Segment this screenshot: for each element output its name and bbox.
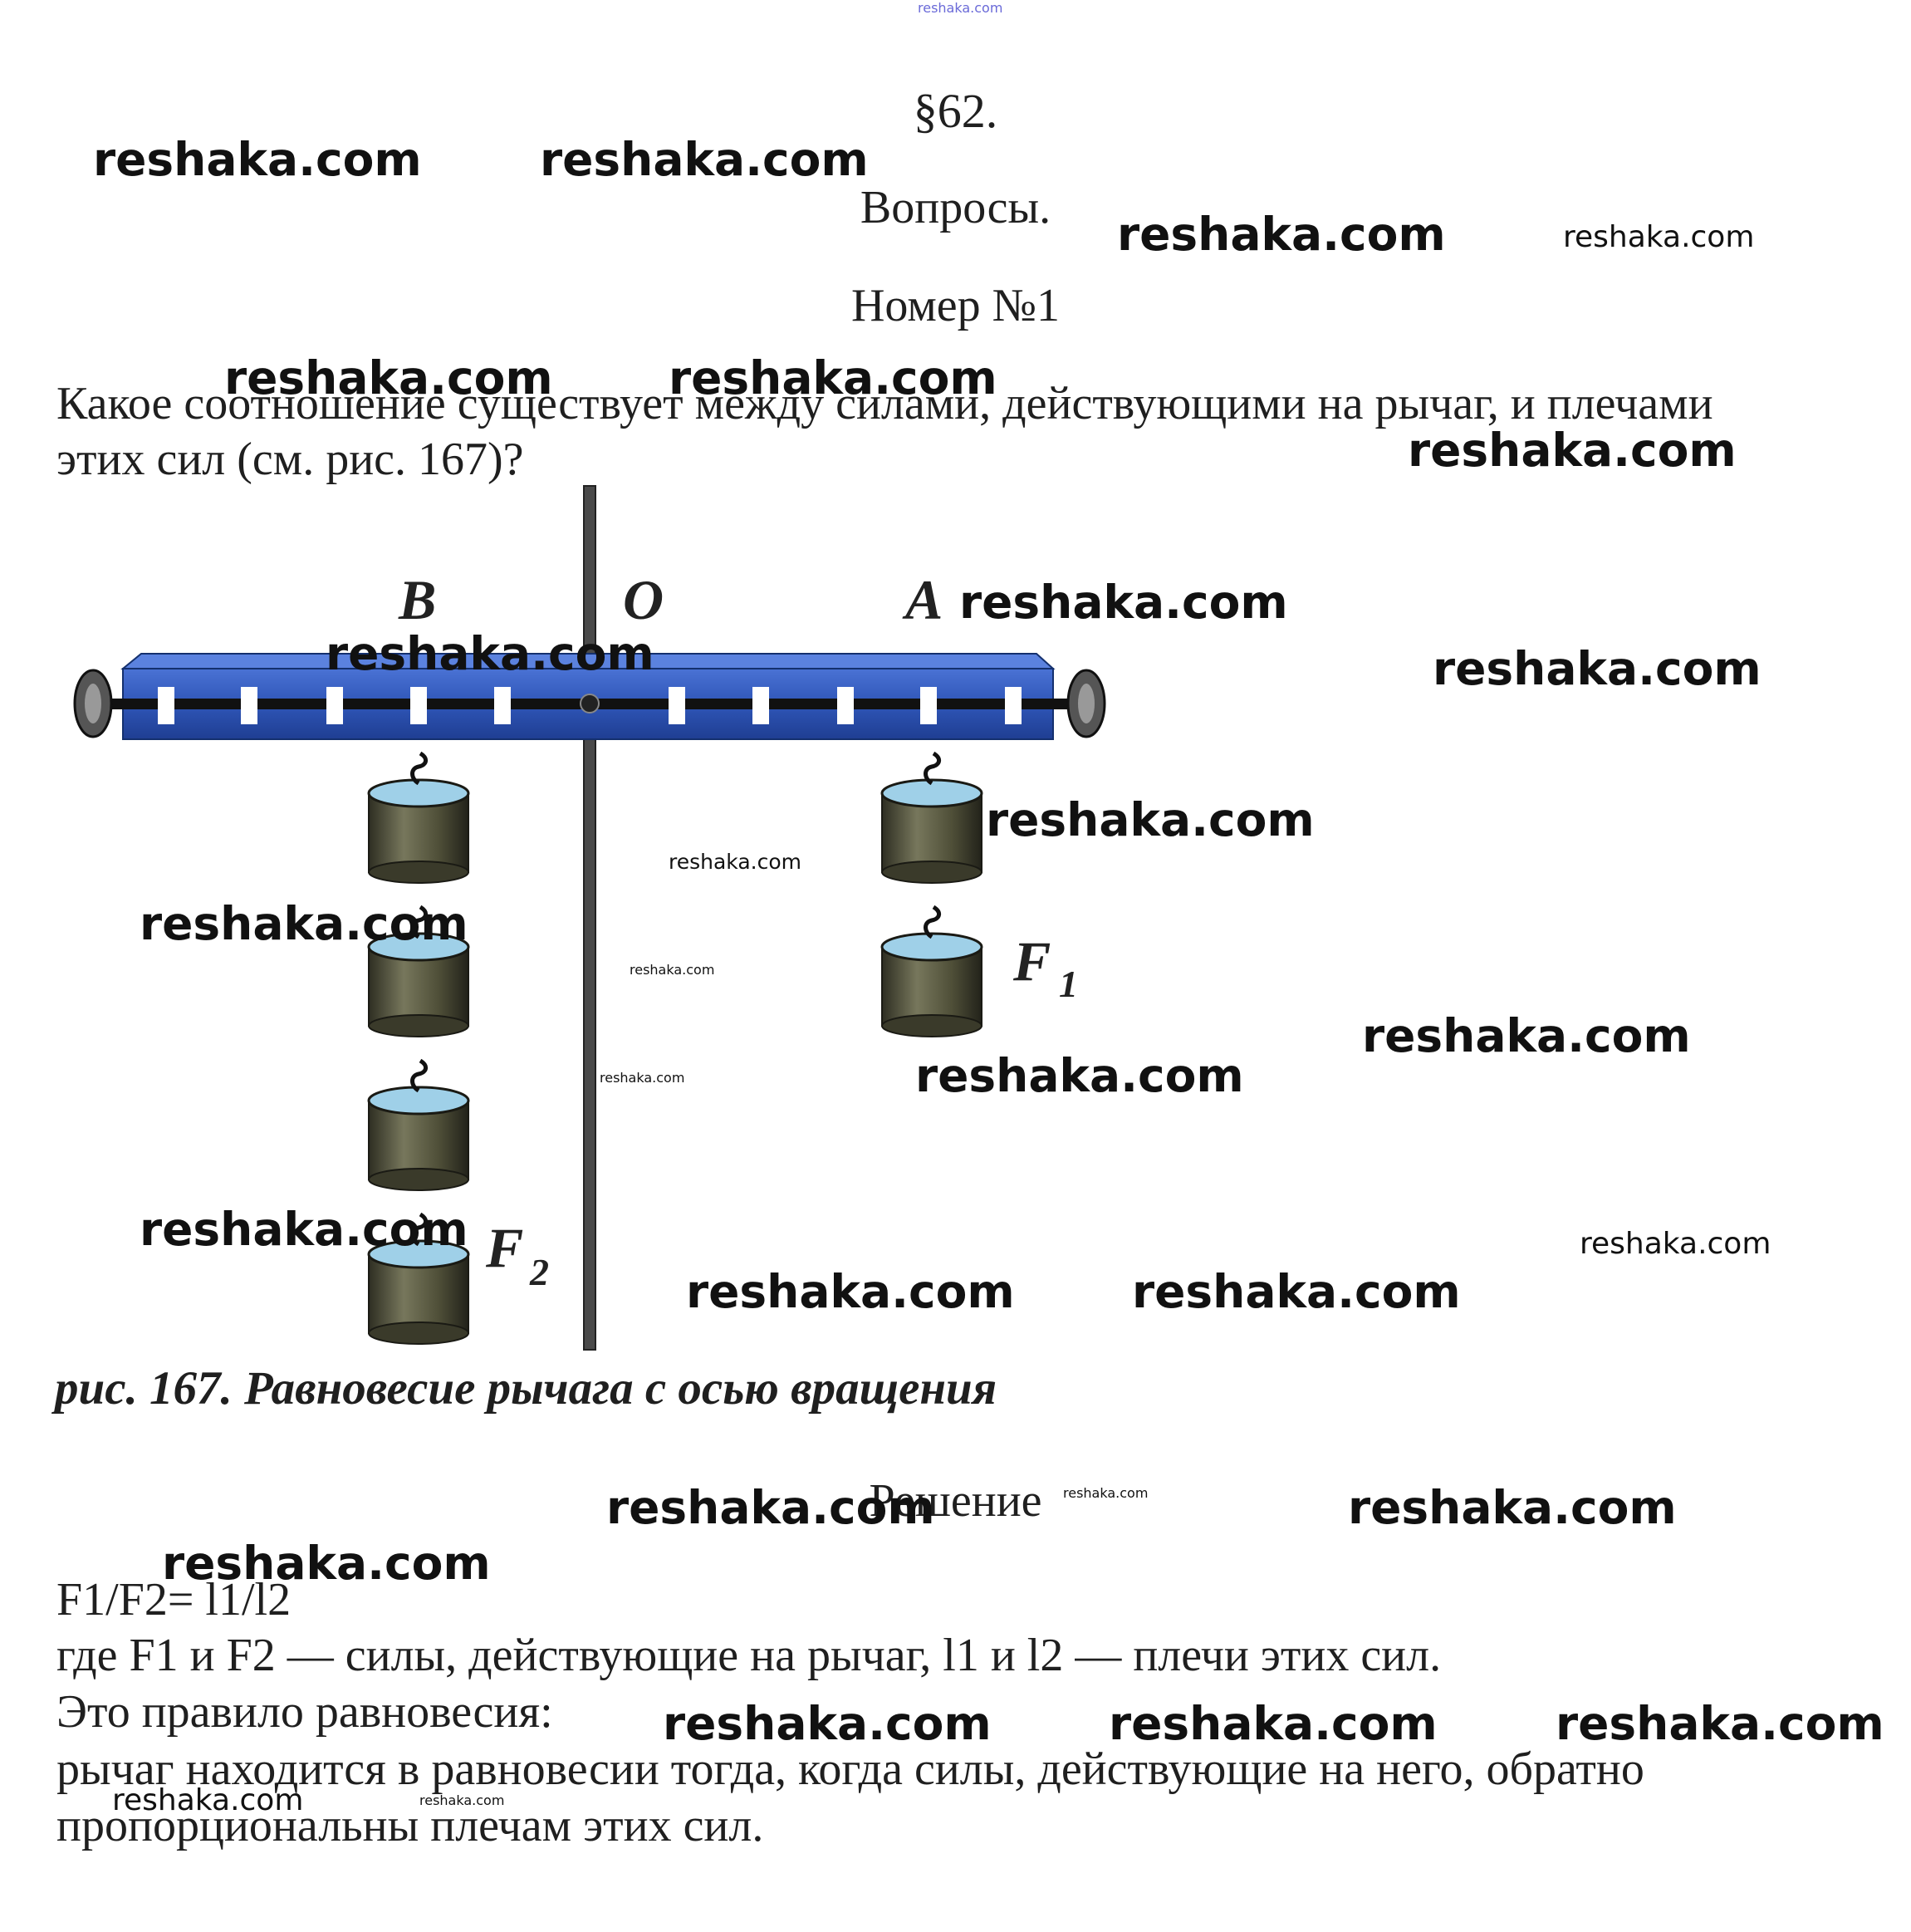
watermark: reshaka.com bbox=[540, 133, 869, 186]
label-f1-sub: 1 bbox=[1059, 963, 1078, 1005]
watermark: reshaka.com bbox=[669, 850, 801, 874]
watermark: reshaka.com bbox=[663, 1697, 992, 1750]
watermark: reshaka.com bbox=[140, 897, 468, 950]
question-line-2: этих сил (см. рис. 167)? bbox=[56, 434, 524, 485]
watermark: reshaka.com bbox=[1556, 1697, 1884, 1750]
watermark: reshaka.com bbox=[1408, 424, 1737, 477]
watermark: reshaka.com bbox=[162, 1537, 491, 1590]
watermark: reshaka.com bbox=[1132, 1265, 1461, 1318]
vertical-rod bbox=[583, 485, 596, 1351]
label-o: O bbox=[623, 568, 664, 631]
lever-bar bbox=[73, 653, 1106, 740]
lever-figure: B O A F 1 F 2 bbox=[73, 485, 1106, 1351]
figure-caption: рис. 167. Равновесие рычага с осью враще… bbox=[55, 1362, 997, 1415]
watermark: reshaka.com bbox=[1433, 642, 1762, 695]
watermark: reshaka.com bbox=[1117, 208, 1446, 261]
watermark: reshaka.com bbox=[1348, 1481, 1677, 1534]
watermark: reshaka.com bbox=[606, 1481, 935, 1534]
solution-heading: Решение bbox=[869, 1475, 1042, 1527]
label-b: B bbox=[398, 568, 436, 631]
watermark: reshaka.com bbox=[669, 351, 997, 405]
solution-line-3: рычаг находится в равновесии тогда, когд… bbox=[56, 1743, 1644, 1795]
solution-line-4: пропорциональны плечам этих сил. bbox=[56, 1800, 764, 1851]
watermark: reshaka.com bbox=[326, 627, 654, 680]
watermark: reshaka.com bbox=[1063, 1485, 1149, 1501]
watermark: reshaka.com bbox=[1563, 220, 1755, 254]
watermark: reshaka.com bbox=[959, 576, 1288, 629]
weight-stack-right bbox=[882, 753, 982, 1037]
watermark: reshaka.com bbox=[686, 1265, 1015, 1318]
solution-line-2: Это правило равновесия: bbox=[56, 1686, 553, 1738]
solution-line-1: где F1 и F2 — силы, действующие на рычаг… bbox=[56, 1630, 1442, 1681]
watermark: reshaka.com bbox=[1109, 1697, 1438, 1750]
label-a: A bbox=[902, 568, 943, 631]
watermark: reshaka.com bbox=[1580, 1227, 1771, 1261]
label-f2: F bbox=[485, 1216, 523, 1279]
watermark: reshaka.com bbox=[986, 793, 1315, 846]
section-number: §62. bbox=[913, 84, 998, 138]
watermark: reshaka.com bbox=[224, 351, 553, 405]
solution-formula: F1/F2= l1/l2 bbox=[56, 1574, 292, 1626]
watermark: reshaka.com bbox=[630, 962, 715, 978]
watermark: reshaka.com bbox=[419, 1792, 505, 1808]
watermark: reshaka.com bbox=[915, 1049, 1244, 1102]
label-f2-sub: 2 bbox=[529, 1251, 549, 1293]
watermark: reshaka.com bbox=[140, 1203, 468, 1256]
watermark: reshaka.com bbox=[112, 1783, 304, 1817]
watermark: reshaka.com bbox=[93, 133, 422, 186]
label-f1: F bbox=[1012, 929, 1051, 993]
watermark: reshaka.com bbox=[1362, 1009, 1691, 1062]
section-subtitle: Вопросы. bbox=[860, 182, 1051, 233]
watermark: reshaka.com bbox=[918, 0, 1003, 16]
question-number: Номер №1 bbox=[850, 280, 1061, 331]
watermark: reshaka.com bbox=[600, 1070, 685, 1086]
question-line-1: Какое соотношение существует между силам… bbox=[56, 378, 1713, 429]
